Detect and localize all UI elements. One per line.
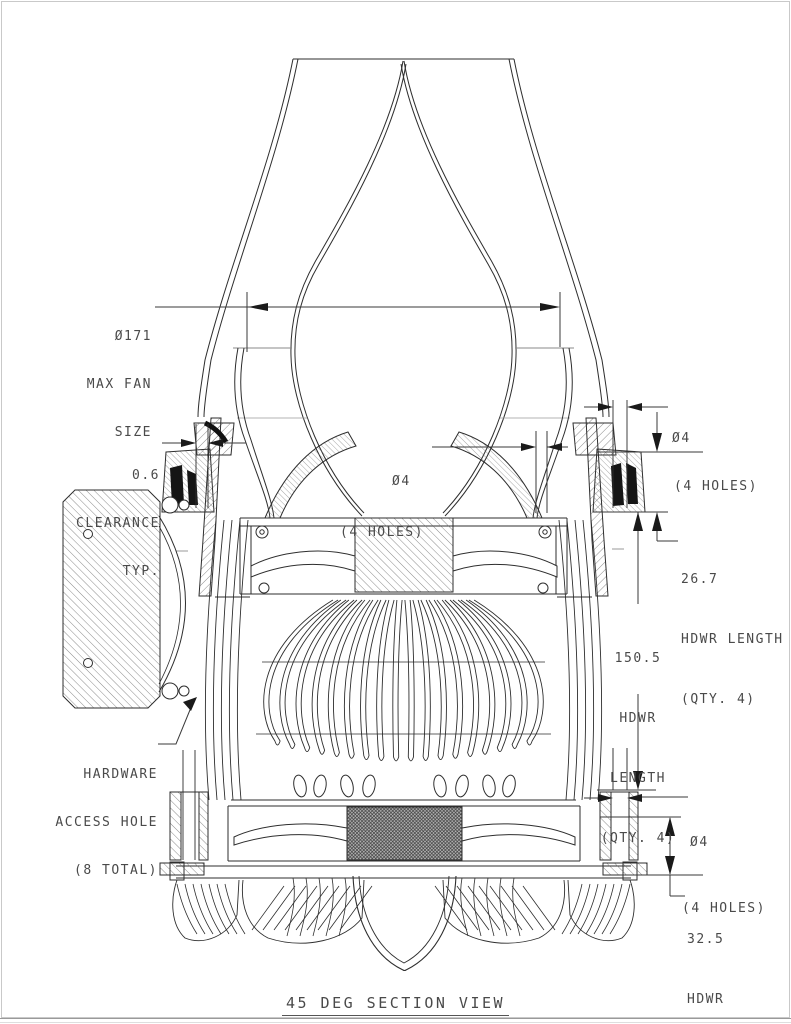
lower-fan: [169, 750, 639, 862]
intake-bell: [197, 58, 610, 519]
access-plate-hole-top: [83, 529, 93, 539]
dim-max-fan-size: Ø171 MAX FAN SIZE: [86, 329, 152, 440]
seal-left: [203, 420, 229, 444]
spinner: [352, 875, 457, 972]
access-plate-hole-bottom: [83, 658, 93, 668]
access-plate: [62, 489, 190, 709]
bottom-skirt: [172, 875, 635, 972]
lower-fan-blade-left: [233, 823, 348, 846]
grommet-right-b: [626, 463, 638, 504]
outer-shroud: [205, 519, 602, 801]
dim-hdwr-26-7: 26.7 HDWR LENGTH (QTY. 4): [681, 572, 784, 707]
heatsink-fins: [263, 599, 544, 762]
lower-fan-hub: [346, 806, 463, 861]
grommet-right-a: [611, 463, 624, 506]
grommet-left-a: [170, 465, 184, 505]
grommet-left-b: [187, 470, 198, 505]
upper-fan-blade-right: [452, 550, 558, 578]
upper-fan-blade-left: [250, 550, 356, 578]
dim-center-holes: Ø4 (4 HOLES): [340, 474, 424, 540]
view-title-wrap: 45 DEG SECTION VIEW: [0, 993, 791, 1016]
dim-clearance: 0.6 CLEARANCE TYP.: [76, 468, 160, 579]
skirt-lobe-left-inner: [241, 879, 365, 944]
sheet-bottom-rule: [0, 1018, 791, 1023]
dimension-arrows: [181, 303, 675, 875]
dim-bottom-right-holes: Ø4 (4 HOLES): [682, 835, 766, 916]
dim-hdwr-150-5: 150.5 HDWR LENGTH (QTY. 4): [600, 651, 676, 846]
heatsink: [231, 599, 576, 801]
skirt-lobe-right-outer: [567, 879, 635, 942]
callout-access-hole: HARDWARE ACCESS HOLE (8 TOTAL): [55, 767, 158, 878]
skirt-lobe-right-inner: [442, 879, 566, 944]
skirt-lobe-left-outer: [172, 879, 240, 942]
lower-fan-blade-right: [461, 823, 576, 846]
dim-top-right-holes: Ø4 (4 HOLES): [672, 431, 758, 494]
view-title: 45 DEG SECTION VIEW: [281, 994, 510, 1016]
upper-fan: [215, 431, 592, 598]
dim-hdwr-32-5: 32.5 HDWR LENGTH (QTY. 4): [687, 932, 725, 1007]
mount-bosses: [161, 400, 646, 597]
base-plate: [159, 861, 648, 881]
heatsink-base-holes: [293, 774, 516, 798]
upper-fan-hub: [354, 517, 454, 593]
